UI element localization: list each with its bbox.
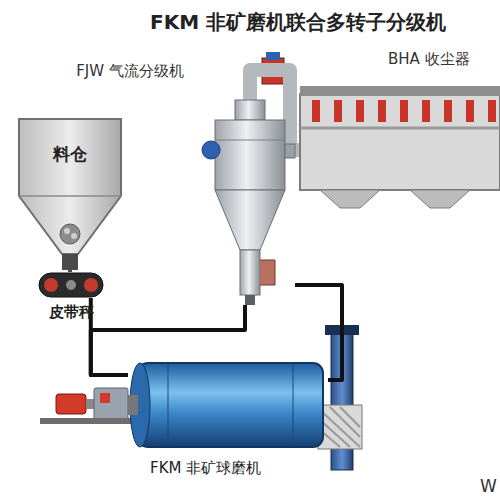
shape-part bbox=[300, 94, 500, 190]
shape-part bbox=[334, 100, 342, 122]
hopper-label: 料仓 bbox=[18, 144, 122, 164]
shape-part bbox=[400, 100, 408, 122]
shape-part bbox=[202, 141, 220, 159]
dust-collector: BHA 收尘器 bbox=[300, 80, 500, 210]
shape-part bbox=[215, 190, 285, 250]
belt-scale-label: 皮带秤 bbox=[30, 303, 112, 321]
feed-line bbox=[91, 298, 128, 375]
shape-part bbox=[312, 100, 320, 122]
material-hopper-shape bbox=[18, 118, 122, 270]
shape-part bbox=[39, 273, 103, 297]
ball-mill-shape bbox=[128, 355, 328, 455]
shape-part bbox=[488, 100, 496, 122]
drive-motor bbox=[56, 394, 86, 414]
shape-part bbox=[235, 100, 265, 120]
feed-chute bbox=[68, 270, 72, 272]
shape-part bbox=[84, 278, 98, 292]
screen-hatch bbox=[320, 407, 360, 447]
shape-part bbox=[215, 140, 285, 141]
shape-part bbox=[64, 228, 70, 234]
shape-part bbox=[138, 363, 323, 447]
dust-collector-shape bbox=[300, 80, 500, 210]
ball-mill: FKM 非矿球磨机 bbox=[128, 355, 328, 455]
shape-part bbox=[128, 395, 138, 415]
shape-part bbox=[293, 363, 294, 447]
shape-part bbox=[44, 278, 58, 292]
shape-part bbox=[215, 120, 285, 190]
belt-scale: 皮带秤 bbox=[38, 272, 104, 298]
shape-part bbox=[285, 144, 295, 158]
shape-part bbox=[422, 100, 430, 122]
shape-part bbox=[466, 100, 474, 122]
shape-part bbox=[378, 100, 386, 122]
watermark-label: W bbox=[480, 476, 497, 496]
shape-part bbox=[62, 254, 78, 270]
coupling bbox=[86, 399, 94, 409]
base-frame bbox=[40, 418, 132, 424]
shape-part bbox=[356, 100, 364, 122]
shape-part bbox=[444, 100, 452, 122]
shape-part bbox=[19, 119, 121, 254]
shape-part bbox=[300, 127, 500, 130]
collector-label: BHA 收尘器 bbox=[388, 50, 500, 68]
shape-part bbox=[240, 250, 260, 295]
mill-label: FKM 非矿球磨机 bbox=[150, 459, 330, 477]
shape-part bbox=[312, 100, 496, 122]
shape-part bbox=[245, 295, 255, 305]
shape-part bbox=[60, 224, 80, 244]
air-valve bbox=[262, 58, 284, 84]
gearbox bbox=[94, 388, 128, 420]
shape-part bbox=[300, 86, 500, 96]
material-hopper: 料仓 bbox=[18, 118, 122, 270]
classifier-label: FJW 气流分级机 bbox=[55, 62, 205, 80]
belt-scale-shape bbox=[38, 272, 104, 298]
outlet-screen bbox=[318, 405, 362, 449]
shape-part bbox=[71, 233, 77, 239]
shape-part bbox=[66, 280, 76, 290]
shape-part bbox=[320, 190, 380, 208]
valve-actuator bbox=[266, 52, 280, 60]
gearbox-detail bbox=[100, 393, 110, 403]
diagram-title: FKM 非矿磨机联合多转子分级机 bbox=[150, 10, 446, 34]
elevator-head bbox=[325, 325, 359, 335]
air-classifier: FJW 气流分级机 bbox=[205, 100, 295, 305]
shape-part bbox=[260, 260, 275, 285]
shape-part bbox=[168, 363, 169, 447]
air-classifier-shape bbox=[205, 100, 295, 305]
shape-part bbox=[410, 190, 470, 208]
shape-part bbox=[19, 195, 121, 197]
